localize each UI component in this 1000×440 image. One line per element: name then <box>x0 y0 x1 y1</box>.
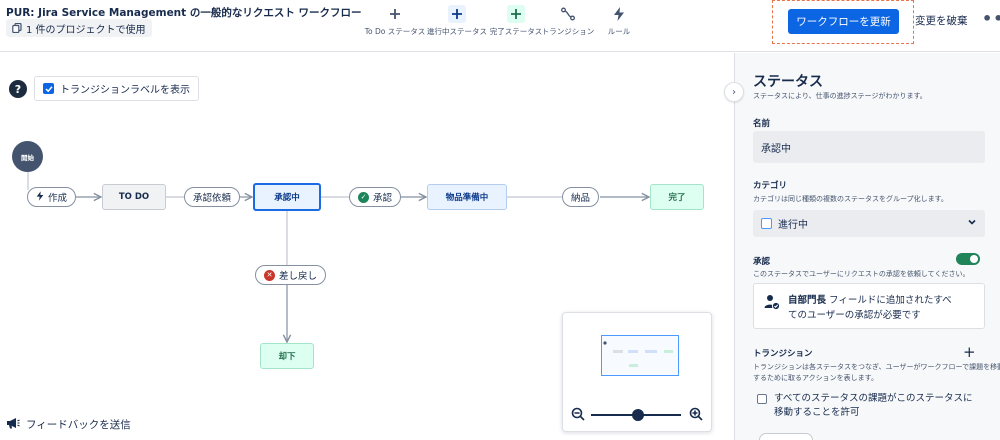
chevron-down-icon <box>967 217 977 230</box>
category-description: カテゴリは同じ種類の複数のステータスをグループ化します。 <box>753 195 948 203</box>
transition-send-back[interactable]: ✕ 差し戻し <box>255 265 327 285</box>
transition-create[interactable]: 作成 <box>27 187 77 207</box>
category-value: 進行中 <box>778 220 808 231</box>
minimap-viewport[interactable] <box>601 335 679 376</box>
transition-icon <box>559 5 577 23</box>
approval-label: 承認 <box>753 257 771 267</box>
more-actions-icon[interactable]: ••• <box>982 9 1000 28</box>
transition-label: トランジション <box>541 27 595 36</box>
plus-icon <box>507 5 525 23</box>
category-label: カテゴリ <box>753 181 788 191</box>
approver-line2: てのユーザーの承認が必要です <box>788 310 921 321</box>
add-done-status-button[interactable]: 完了ステータス <box>479 5 553 37</box>
discard-changes-button[interactable]: 変更を破棄 <box>915 15 968 27</box>
send-feedback-label: フィードバックを送信 <box>26 419 131 431</box>
status-approval-selected[interactable]: 承認中 <box>253 183 321 211</box>
project-usage-badge[interactable]: 1 件のプロジェクトで使用 <box>6 19 152 37</box>
megaphone-icon <box>6 417 20 432</box>
lightning-icon <box>36 190 44 204</box>
allow-all-checkbox[interactable] <box>757 394 767 404</box>
in-progress-category-icon <box>761 218 772 229</box>
rule-label: ルール <box>607 27 631 36</box>
transition-deliver-label: 納品 <box>571 193 591 204</box>
transitions-description-2: するために取るアクションを表します。 <box>753 374 878 382</box>
allow-all-transitions-row[interactable]: すべてのステータスの課題がこのステータスに移動することを許可 <box>757 392 979 420</box>
status-done[interactable]: 完了 <box>650 184 704 210</box>
approver-field-name: 自部門長 <box>788 295 827 306</box>
transition-approve-label: 承認 <box>373 193 393 204</box>
approval-toggle[interactable] <box>956 253 980 265</box>
name-label: 名前 <box>753 119 771 129</box>
add-transition-icon[interactable]: + <box>963 343 976 361</box>
plus-icon <box>448 5 466 23</box>
zoom-out-icon[interactable] <box>571 407 585 421</box>
transition-request-approval-label: 承認依頼 <box>193 193 232 204</box>
lightning-icon <box>610 5 628 23</box>
check-circle-icon: ✓ <box>358 191 369 203</box>
minimap[interactable] <box>562 312 712 432</box>
transitions-label: トランジション <box>753 349 813 359</box>
checkbox-checked-icon <box>43 83 54 94</box>
show-transition-labels-text: トランジションラベルを表示 <box>60 85 190 96</box>
todo-status-label: To Do ステータス <box>364 27 426 36</box>
done-status-label: 完了ステータス <box>489 27 543 36</box>
add-rule-button[interactable]: ルール <box>582 5 656 37</box>
workflow-canvas[interactable]: ? トランジションラベルを表示 開始 作成 TO DO 承認依頼 <box>0 53 734 440</box>
project-usage-label: 1 件のプロジェクトで使用 <box>26 24 146 36</box>
transitions-description-1: トランジションは各ステータスをつなぎ、ユーザーがワークフローで課題を移動 <box>753 363 1000 371</box>
transition-send-back-label: 差し戻し <box>279 271 318 282</box>
zoom-in-icon[interactable] <box>689 407 703 421</box>
add-inprogress-status-button[interactable]: 進行中ステータス <box>420 5 494 37</box>
workflow-title: PUR: Jira Service Management の一般的なリクエスト … <box>6 7 362 19</box>
transition-create-label: 作成 <box>48 193 68 204</box>
add-transition-button[interactable]: トランジション <box>531 5 605 37</box>
copy-icon <box>12 23 22 33</box>
transition-item-partial[interactable] <box>759 433 813 440</box>
approver-line1: フィールドに追加されたすべ <box>826 295 952 306</box>
help-icon[interactable]: ? <box>9 80 27 98</box>
panel-title: ステータス <box>753 74 823 90</box>
panel-subtitle: ステータスにより、仕事の進捗ステージがわかります。 <box>753 92 927 100</box>
user-check-icon <box>764 294 781 311</box>
minimap-nodes <box>603 341 673 367</box>
transition-deliver[interactable]: 納品 <box>562 187 600 207</box>
toggle-knob <box>970 255 978 263</box>
allow-all-label: すべてのステータスの課題がこのステータスに移動することを許可 <box>774 393 973 418</box>
transition-approve[interactable]: ✓ 承認 <box>349 187 402 207</box>
workflow-header: PUR: Jira Service Management の一般的なリクエスト … <box>0 0 1000 52</box>
approval-description: このステータスでユーザーにリクエストの承認を依頼してください。 <box>753 270 970 278</box>
category-select[interactable]: 進行中 <box>753 210 985 237</box>
status-details-panel: › ステータス ステータスにより、仕事の進捗ステージがわかります。 名前 承認中… <box>724 53 1000 440</box>
status-item-prep[interactable]: 物品準備中 <box>427 184 507 210</box>
zoom-slider-thumb[interactable] <box>632 409 644 421</box>
status-rejected[interactable]: 却下 <box>260 343 314 369</box>
add-todo-status-button[interactable]: To Do ステータス <box>358 5 432 37</box>
update-workflow-button[interactable]: ワークフローを更新 <box>788 9 899 34</box>
transition-request-approval[interactable]: 承認依頼 <box>184 187 241 207</box>
approver-card[interactable]: 自部門長 フィールドに追加されたすべ てのユーザーの承認が必要です <box>753 283 985 329</box>
chevron-right-icon[interactable]: › <box>724 82 744 102</box>
update-button-highlight: ワークフローを更新 <box>772 0 914 44</box>
show-transition-labels-checkbox[interactable]: トランジションラベルを表示 <box>34 76 199 101</box>
send-feedback-button[interactable]: フィードバックを送信 <box>6 417 131 432</box>
inprogress-status-label: 進行中ステータス <box>427 27 487 36</box>
start-node[interactable]: 開始 <box>12 141 43 172</box>
status-name-input[interactable]: 承認中 <box>753 131 985 163</box>
x-circle-icon: ✕ <box>264 269 275 281</box>
plus-icon <box>386 5 404 23</box>
status-todo[interactable]: TO DO <box>102 184 166 210</box>
